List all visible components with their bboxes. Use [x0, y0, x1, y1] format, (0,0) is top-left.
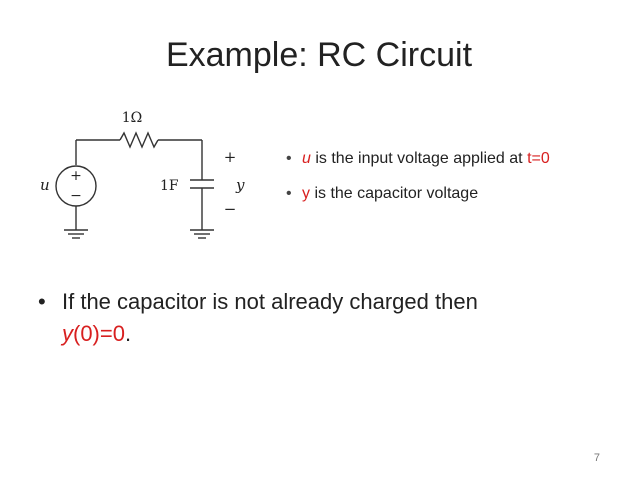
- main-bullet-variable: y: [62, 321, 73, 346]
- side-bullet-output: • y is the capacitor voltage: [286, 185, 636, 203]
- side-bullet-list: • u is the input voltage applied at t=0 …: [286, 150, 636, 220]
- time-highlight: t=0: [527, 150, 550, 167]
- output-minus-sign: −: [224, 200, 237, 218]
- main-bullet-period: .: [124, 321, 132, 346]
- rc-circuit-diagram: 1Ω + − u 1F + y −: [40, 110, 245, 239]
- source-plus-sign: +: [70, 168, 82, 184]
- bullet-dot-icon: •: [38, 289, 46, 314]
- source-label: u: [40, 176, 50, 194]
- input-description: is the input voltage applied at: [310, 150, 528, 167]
- main-bullet-text: If the capacitor is not already charged …: [62, 289, 478, 314]
- page-number: 7: [593, 452, 600, 464]
- main-bullet-value: (0)=0: [73, 321, 125, 346]
- source-minus-sign: −: [70, 188, 82, 204]
- output-plus-sign: +: [224, 148, 237, 166]
- slide-title: Example: RC Circuit: [165, 36, 473, 74]
- side-bullet-input: • u is the input voltage applied at t=0: [286, 150, 636, 168]
- bullet-dot-icon: •: [286, 150, 292, 167]
- bullet-dot-icon: •: [286, 185, 292, 202]
- capacitor-label: 1F: [160, 178, 179, 194]
- input-variable: u: [302, 150, 311, 167]
- output-variable: y: [302, 185, 310, 202]
- output-description: is the capacitor voltage: [310, 185, 479, 202]
- resistor-zigzag: [119, 131, 159, 149]
- output-label: y: [235, 176, 245, 194]
- main-bullet: • If the capacitor is not already charge…: [38, 286, 598, 350]
- resistor-label: 1Ω: [122, 110, 143, 126]
